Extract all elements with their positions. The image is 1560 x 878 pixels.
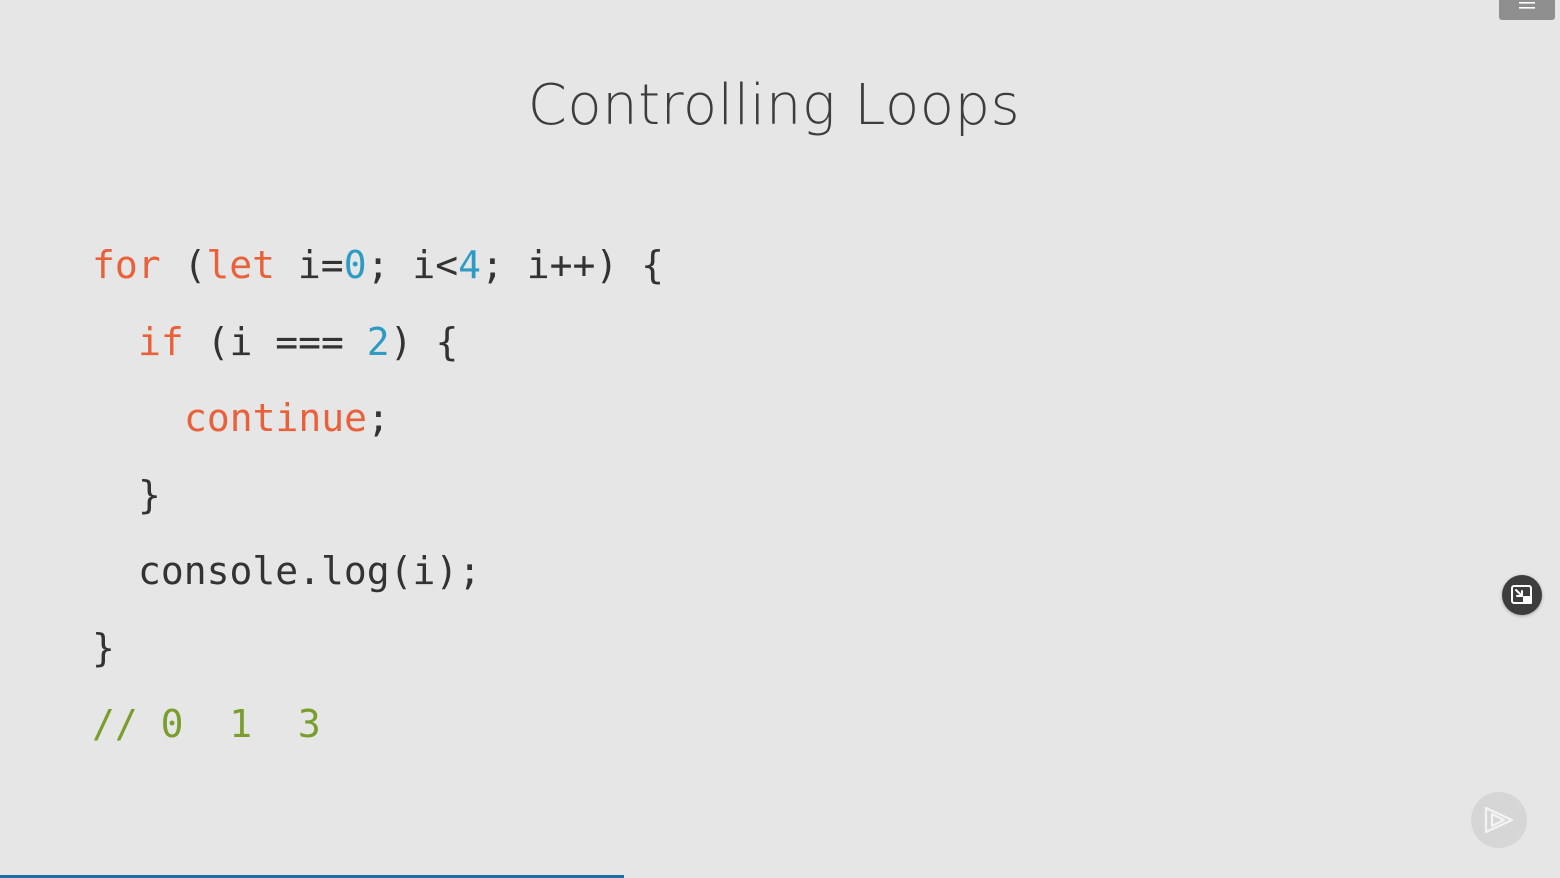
keyword-if: if bbox=[138, 319, 184, 364]
number-literal: 2 bbox=[366, 319, 390, 364]
code-line-1: for (let i=0; i<4; i++) { bbox=[92, 236, 664, 313]
keyword-let: let bbox=[206, 243, 276, 287]
code-text: i= bbox=[275, 243, 344, 287]
video-progress-bar[interactable] bbox=[0, 875, 1560, 878]
code-line-3: continue; bbox=[92, 389, 664, 466]
code-text: } bbox=[138, 472, 161, 517]
pluralsight-play-logo[interactable] bbox=[1471, 792, 1527, 848]
code-block: for (let i=0; i<4; i++) { if (i === 2) {… bbox=[92, 236, 664, 772]
menu-button[interactable] bbox=[1499, 0, 1555, 20]
code-comment: // 0 1 3 bbox=[92, 702, 321, 746]
code-text: ; bbox=[367, 396, 390, 440]
code-line-6: } bbox=[92, 619, 664, 696]
code-text: } bbox=[92, 625, 115, 670]
code-line-4: } bbox=[92, 466, 664, 543]
keyword-for: for bbox=[92, 243, 161, 287]
code-text: console.log(i); bbox=[138, 549, 482, 593]
number-literal: 0 bbox=[343, 243, 367, 287]
code-text: ; i< bbox=[366, 243, 459, 287]
pluralsight-play-logo-icon bbox=[1484, 806, 1514, 834]
hamburger-menu-icon bbox=[1519, 2, 1535, 9]
code-line-5: console.log(i); bbox=[92, 542, 664, 619]
code-text: (i === bbox=[183, 319, 367, 364]
slide-title: Controlling Loops bbox=[527, 73, 1021, 138]
number-literal: 4 bbox=[458, 243, 481, 287]
code-line-7: // 0 1 3 bbox=[92, 695, 664, 772]
picture-in-picture-icon bbox=[1511, 585, 1532, 604]
code-text: ) { bbox=[389, 319, 459, 364]
code-text: ; i++) { bbox=[480, 243, 665, 287]
keyword-continue: continue bbox=[184, 396, 368, 440]
code-line-2: if (i === 2) { bbox=[92, 313, 664, 390]
code-text: ( bbox=[160, 243, 207, 287]
video-progress-fill bbox=[0, 875, 624, 878]
picture-in-picture-button[interactable] bbox=[1502, 575, 1542, 615]
